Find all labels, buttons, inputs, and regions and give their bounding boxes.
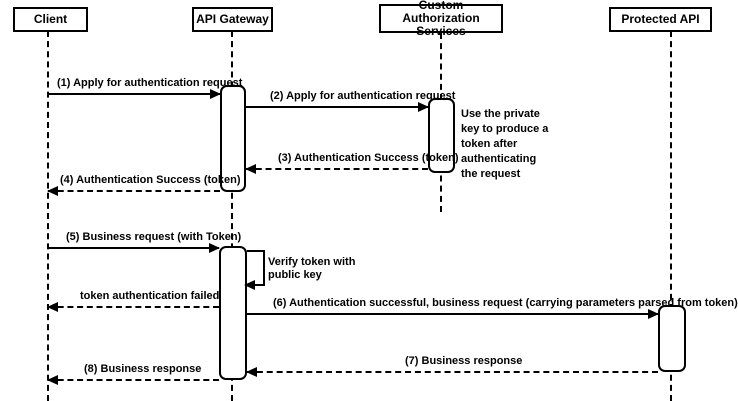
arrowhead-right-icon (648, 309, 659, 319)
message-7-label: (7) Business response (405, 355, 523, 367)
message-8-label: (8) Business response (84, 363, 202, 375)
activation-api-gateway-1 (220, 85, 246, 192)
activation-custom-authorization-services (428, 98, 455, 173)
arrowhead-right-icon (210, 89, 221, 99)
message-1-label: (1) Apply for authentication request (57, 77, 243, 89)
arrowhead-left-icon (246, 367, 257, 377)
participant-custom-authorization-services-label: Custom Authorization Services (402, 0, 480, 38)
participant-protected-api: Protected API (609, 7, 712, 32)
arrowhead-left-icon (244, 280, 255, 290)
lifeline-protected-api (670, 31, 672, 401)
lifeline-api-gateway (231, 31, 233, 401)
arrowhead-left-icon (47, 302, 58, 312)
participant-protected-api-label: Protected API (621, 12, 700, 26)
self-message-verify-token (244, 250, 265, 290)
participant-client: Client (13, 7, 88, 32)
message-6-line (247, 313, 658, 315)
message-6-label: (6) Authentication successful, business … (273, 297, 738, 309)
arrowhead-left-icon (47, 375, 58, 385)
message-2-label: (2) Apply for authentication request (270, 90, 456, 102)
activation-api-gateway-2 (219, 246, 247, 380)
lifeline-client (47, 31, 49, 401)
arrowhead-right-icon (209, 243, 220, 253)
message-token-auth-failed-label: token authentication failed (80, 290, 220, 302)
message-1-line (48, 93, 220, 95)
participant-custom-authorization-services: Custom Authorization Services (379, 0, 503, 38)
arrowhead-right-icon (418, 102, 429, 112)
message-4-label: (4) Authentication Success (token) (60, 174, 241, 186)
message-3-line (246, 168, 428, 170)
activation-protected-api (658, 305, 686, 372)
arrowhead-left-icon (245, 164, 256, 174)
participant-api-gateway: API Gateway (192, 7, 273, 32)
message-4-line (48, 190, 220, 192)
message-7-line (247, 371, 658, 373)
message-token-auth-failed-line (48, 306, 219, 308)
note-private-key: Use the private key to produce a token a… (461, 108, 549, 180)
participant-client-label: Client (33, 12, 68, 26)
message-3-label: (3) Authentication Success (token) (278, 152, 459, 164)
message-5-label: (5) Business request (with Token) (66, 231, 242, 243)
self-message-verify-token-label: Verify token with public key (268, 256, 356, 281)
message-2-line (246, 106, 428, 108)
message-5-line (48, 247, 219, 249)
participant-api-gateway-label: API Gateway (196, 12, 269, 26)
arrowhead-left-icon (47, 186, 58, 196)
message-8-line (48, 379, 219, 381)
